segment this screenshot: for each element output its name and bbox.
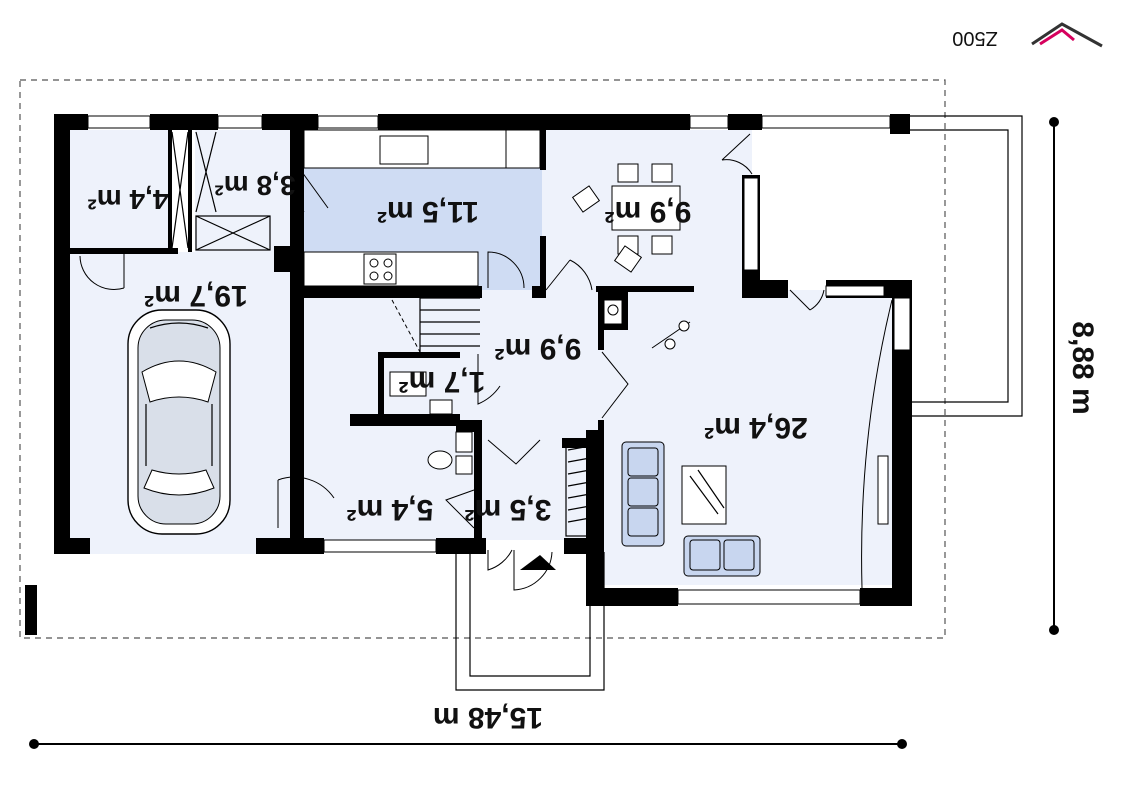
doors	[79, 133, 825, 591]
room-area-garage: 19,7 m²	[144, 279, 247, 312]
kitchen-units	[303, 129, 541, 287]
room-area-living: 26,4 m²	[704, 411, 807, 444]
dining-table	[571, 163, 681, 273]
z500-logo: Z500	[952, 22, 1103, 49]
plot-outline	[19, 79, 946, 639]
stairs	[391, 297, 480, 353]
room-area-storage: 4,4 m²	[88, 184, 169, 215]
width-label: 15,48 m	[433, 701, 543, 734]
fireplace	[603, 299, 690, 350]
dimension-width: 15,48 m	[29, 701, 907, 749]
room-labels: 19,7 m² 4,4 m² 3,8 m² 11,5 m² 9,9 m² 9,9…	[88, 170, 808, 526]
logo-text: Z500	[952, 27, 998, 49]
room-area-vestibule: 3,5 m²	[465, 493, 552, 526]
room-area-hall: 9,9 m²	[495, 332, 582, 365]
depth-label: 8,88 m	[1066, 321, 1099, 414]
living-furniture	[621, 299, 893, 589]
windows	[87, 115, 911, 605]
walls	[25, 114, 912, 635]
wc-fixtures	[389, 371, 473, 475]
room-area-boiler: 3,8 m²	[215, 170, 296, 201]
shelving	[171, 131, 593, 537]
room-area-utility: 5,4 m²	[347, 493, 434, 526]
dimension-depth: 8,88 m	[1049, 117, 1099, 635]
room-area-dining: 9,9 m²	[605, 195, 692, 228]
terrace	[455, 115, 1023, 691]
car-icon	[127, 309, 231, 535]
room-area-wc: 1,7 m²	[399, 365, 486, 398]
room-area-kitchen: 11,5 m²	[377, 195, 479, 228]
